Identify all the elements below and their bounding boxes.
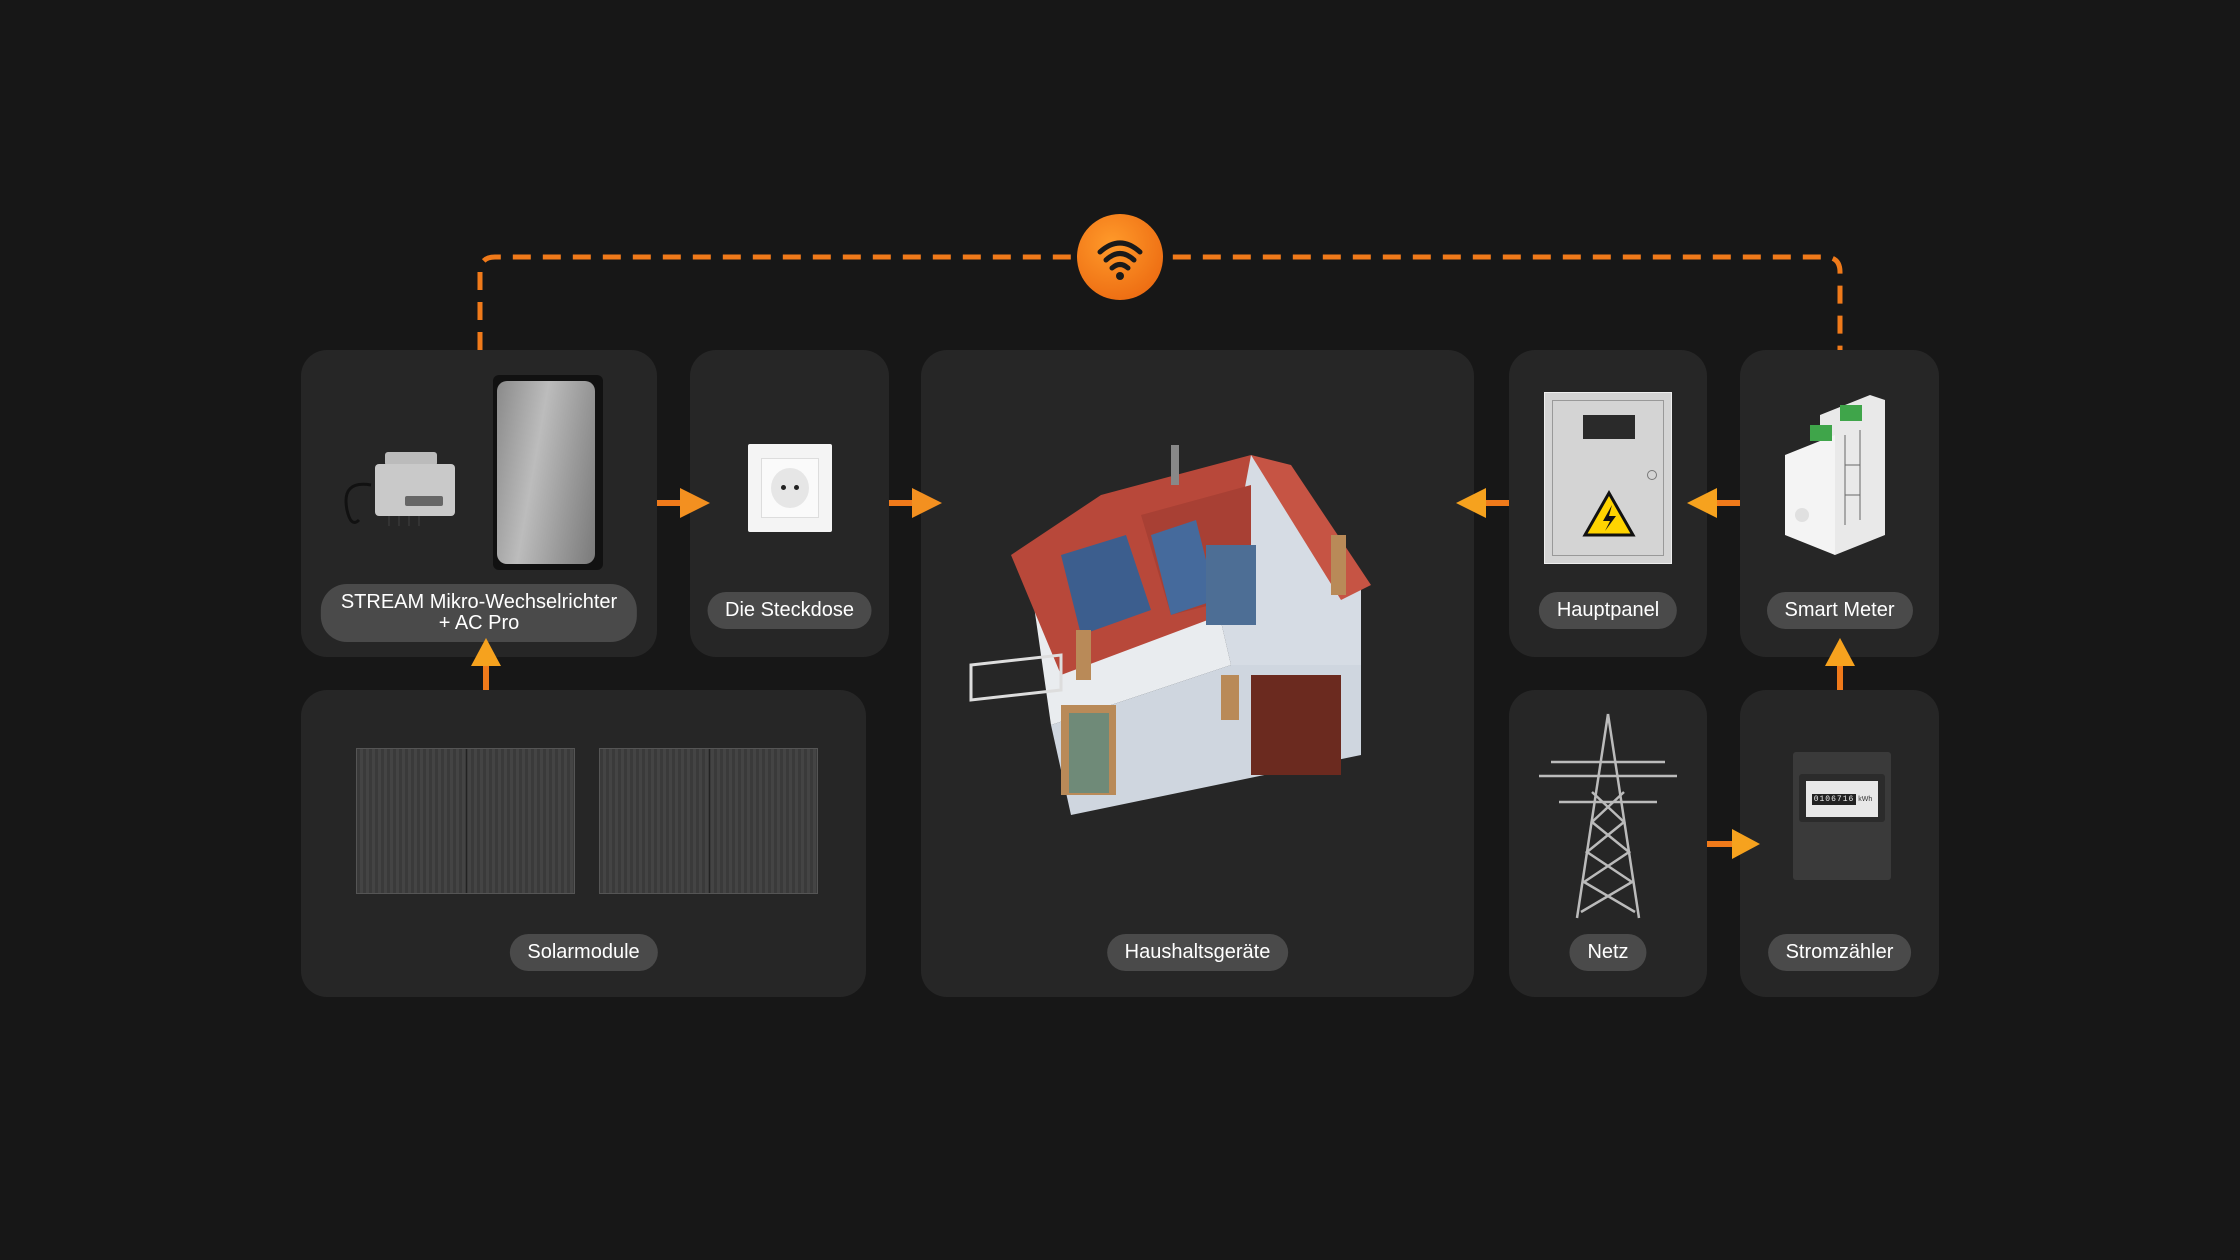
inverter-card: STREAM Mikro-Wechselrichter + AC Pro bbox=[301, 350, 657, 657]
high-voltage-icon bbox=[1582, 489, 1636, 537]
arrow-panel-to-house bbox=[1456, 488, 1509, 518]
electricity-meter-card: 0106716 kWh Stromzähler bbox=[1740, 690, 1939, 997]
smart-meter-image bbox=[1785, 395, 1885, 555]
main-panel-label: Hauptpanel bbox=[1538, 592, 1678, 629]
electricity-meter-image: 0106716 kWh bbox=[1793, 752, 1891, 880]
arrow-solar-to-inverter bbox=[471, 638, 501, 690]
house-image bbox=[969, 445, 1371, 815]
power-pylon-image bbox=[1539, 713, 1677, 919]
meter-unit: kWh bbox=[1858, 795, 1873, 803]
arrow-grid-to-meter bbox=[1707, 829, 1760, 859]
solar-card: Solarmodule bbox=[301, 690, 866, 997]
grid-label: Netz bbox=[1569, 934, 1647, 971]
main-panel-card: Hauptpanel bbox=[1509, 350, 1707, 657]
socket-card: Die Steckdose bbox=[690, 350, 889, 657]
arrow-meter-to-smartmeter bbox=[1825, 638, 1855, 690]
wifi-hub bbox=[1077, 214, 1163, 300]
ac-pro-battery-image bbox=[493, 375, 603, 570]
solar-panel-image-1 bbox=[356, 748, 575, 894]
arrow-inverter-to-socket bbox=[657, 488, 710, 518]
meter-reading: 0106716 bbox=[1811, 793, 1857, 805]
house-card: Haushaltsgeräte bbox=[921, 350, 1474, 997]
inverter-label-line2: + AC Pro bbox=[438, 612, 520, 634]
socket-image bbox=[748, 444, 832, 532]
inverter-label: STREAM Mikro-Wechselrichter + AC Pro bbox=[320, 584, 638, 642]
socket-label: Die Steckdose bbox=[707, 592, 872, 629]
smart-meter-label: Smart Meter bbox=[1766, 592, 1913, 629]
electricity-meter-label: Stromzähler bbox=[1767, 934, 1912, 971]
solar-panel-image-2 bbox=[599, 748, 818, 894]
grid-card: Netz bbox=[1509, 690, 1707, 997]
micro-inverter-image bbox=[344, 452, 455, 526]
wifi-icon bbox=[1097, 240, 1143, 280]
solar-label: Solarmodule bbox=[509, 934, 658, 971]
house-label: Haushaltsgeräte bbox=[1106, 934, 1289, 971]
arrow-socket-to-house bbox=[889, 488, 942, 518]
smart-meter-card: Smart Meter bbox=[1740, 350, 1939, 657]
inverter-label-line1: STREAM Mikro-Wechselrichter bbox=[340, 591, 618, 613]
arrow-smartmeter-to-panel bbox=[1687, 488, 1740, 518]
main-panel-image bbox=[1544, 392, 1672, 564]
